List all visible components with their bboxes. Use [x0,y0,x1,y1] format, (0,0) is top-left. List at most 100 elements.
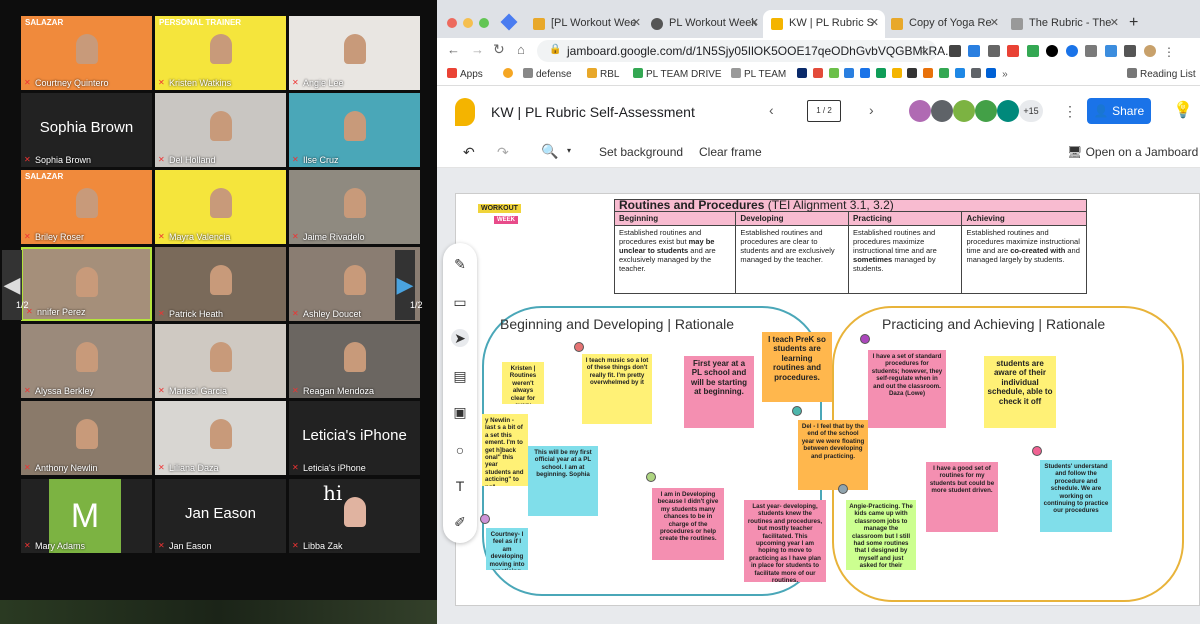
sticky-note[interactable]: Courtney- I feel as if I am developing m… [486,528,528,570]
tab-pl-workout-1[interactable]: [PL Workout Wee✕ [525,10,647,38]
participant-tile[interactable]: ✕Marisol Garcia [155,324,286,398]
close-tab-icon[interactable]: ✕ [631,17,641,29]
participant-tile[interactable]: ✕Jaime Rivadelo [289,170,420,244]
participant-tile[interactable]: Jan Eason✕Jan Eason [155,479,286,553]
home-icon[interactable]: ⌂ [517,42,525,57]
zoom-dropdown-icon[interactable]: ▾ [567,146,572,155]
bookmark-favicon[interactable] [891,68,902,78]
sticky-note[interactable]: Last year- developing, students knew the… [744,500,826,582]
sticky-note[interactable]: students are aware of their individual s… [984,356,1056,428]
tab-the-rubric[interactable]: The Rubric - The✕ [1003,10,1125,38]
jam-title[interactable]: KW | PL Rubric Self-Assessment [491,104,695,120]
back-arrow-icon[interactable]: ← [447,42,460,57]
clear-frame-button[interactable]: Clear frame [699,145,762,159]
frame-bar-button[interactable]: 1 / 2 [807,100,841,122]
participant-tile[interactable]: hi✕Libba Zak [289,479,420,553]
close-tab-icon[interactable]: ✕ [1109,17,1119,29]
avatar[interactable] [975,100,997,122]
bookmark-favicon[interactable] [923,68,934,78]
maximize-window-icon[interactable] [479,18,489,28]
extension-icon[interactable] [1065,45,1078,57]
bookmark-favicon[interactable] [954,68,965,78]
url-field[interactable]: 🔒 jamboard.google.com/d/1N5Sjy05IlOK5OOE… [537,40,955,62]
avatar[interactable] [931,100,953,122]
close-tab-icon[interactable]: ✕ [869,17,879,29]
participant-tile[interactable]: PERSONAL TRAINER✕Kristen Watkins [155,16,286,90]
sticky-note[interactable]: I teach music so a lot of these things d… [582,354,652,424]
laser-icon[interactable]: ✐ [454,514,466,530]
participant-tile[interactable]: ✕Reagan Mendoza [289,324,420,398]
bookmark-apps[interactable]: Apps [447,68,483,80]
sticky-note[interactable]: I am in Developing because I didn't give… [652,488,724,560]
minimize-window-icon[interactable] [463,18,473,28]
reading-list[interactable]: Reading List [1127,68,1196,80]
bookmark-favicon[interactable] [939,68,950,78]
bookmark-favicon[interactable] [860,68,871,78]
puzzle-icon[interactable] [1124,45,1137,57]
close-tab-icon[interactable]: ✕ [749,17,759,29]
extension-icon[interactable] [1007,45,1020,57]
set-background-button[interactable]: Set background [599,145,684,159]
bookmark-star-icon[interactable]: ☆ [918,43,929,57]
tab-pl-workout-2[interactable]: PL Workout Week✕ [643,10,765,38]
close-tab-icon[interactable]: ✕ [989,17,999,29]
eraser-icon[interactable]: ▭ [453,294,467,310]
extension-icon[interactable] [968,45,981,57]
box-icon[interactable] [986,68,997,78]
extension-icon[interactable] [987,45,1000,57]
avatar[interactable] [953,100,975,122]
new-tab-button[interactable]: + [1129,14,1139,31]
next-page-button[interactable]: ▶ [395,250,415,320]
participant-tile[interactable]: ✕Del Holland [155,93,286,167]
bookmark-favicon[interactable] [828,68,839,78]
profile-avatar[interactable] [1143,45,1156,57]
participant-tile[interactable]: ✕Ilse Cruz [289,93,420,167]
bookmark-favicon[interactable] [812,68,823,78]
extension-icon[interactable] [949,45,961,57]
participant-tile[interactable]: ✕Alyssa Berkley [21,324,152,398]
sticky-note[interactable]: Del - I feel that by the end of the scho… [798,420,868,490]
more-collaborators-badge[interactable]: +15 [1019,100,1043,122]
sticky-note[interactable]: Angie-Practicing. The kids came up with … [846,500,916,570]
tab-kw-pl-rubric[interactable]: KW | PL Rubric S✕ [763,10,885,38]
sticky-note[interactable]: Kristen | Routines weren't always clear … [502,362,544,404]
share-button[interactable]: 👤 Share [1087,98,1151,124]
jamboard-logo-icon[interactable] [455,98,475,126]
menu-kebab-icon[interactable]: ⋮ [1162,45,1175,59]
next-frame-chevron-icon[interactable]: › [869,102,874,118]
bookmark-icon-only[interactable] [503,68,516,80]
sticky-note[interactable]: This will be my first official year at a… [528,446,598,516]
extension-icon[interactable] [1026,45,1039,57]
bookmark-pl-team-drive[interactable]: PL TEAM DRIVE [633,68,722,80]
bookmark-rbl[interactable]: RBL [587,68,619,80]
forward-arrow-icon[interactable]: → [471,42,484,57]
sticky-note[interactable]: I have a good set of routines for my stu… [926,462,998,532]
participant-tile[interactable]: M✕Mary Adams [21,479,152,553]
circle-shape-icon[interactable]: ○ [455,442,465,458]
participant-tile[interactable]: SALAZAR✕Courtney Quintero [21,16,152,90]
participant-tile[interactable]: ✕Mayra Valencia [155,170,286,244]
bookmark-favicon[interactable] [970,68,981,78]
bookmark-favicon[interactable] [875,68,886,78]
extension-icon[interactable] [1104,45,1117,57]
sticky-note[interactable]: First year at a PL school and will be st… [684,356,754,428]
participant-tile[interactable]: ✕Patrick Heath [155,247,286,321]
bookmark-favicon[interactable] [797,68,807,78]
avatar[interactable] [909,100,931,122]
close-window-icon[interactable] [447,18,457,28]
jam-frame[interactable]: WORKOUT WEEK Routines and Procedures (TE… [455,193,1200,606]
sticky-note[interactable]: y Newlin - last s a bit of a set this em… [482,414,528,486]
participant-tile[interactable]: ✕nnifer Perez [21,247,152,321]
extension-icon[interactable] [1085,45,1098,57]
participant-tile[interactable]: ✕Liliana Daza [155,401,286,475]
participant-tile[interactable]: Sophia Brown✕Sophia Brown [21,93,152,167]
more-bookmarks-icon[interactable]: » [1002,69,1008,80]
more-options-icon[interactable]: ⋮ [1063,103,1077,119]
reload-icon[interactable]: ↻ [493,41,505,57]
sticky-note[interactable]: Students' understand and follow the proc… [1040,460,1112,532]
extension-icon[interactable] [1046,45,1059,57]
sticky-note-icon[interactable]: ▤ [453,368,467,384]
lightbulb-icon[interactable]: 💡 [1173,102,1193,119]
open-on-jamboard-button[interactable]: 🖥 Open on a Jamboard [1067,145,1199,159]
image-icon[interactable]: ▣ [453,404,467,420]
